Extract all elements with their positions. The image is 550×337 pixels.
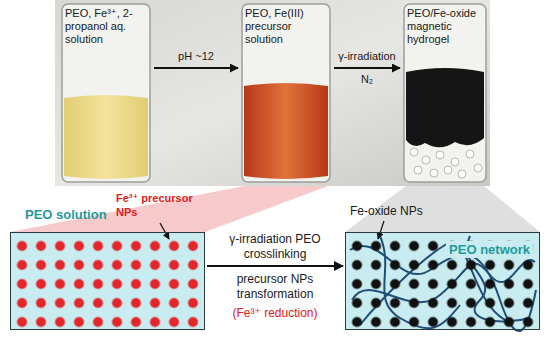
node-text: PEO/Fe-oxide magnetic hydrogel [402,3,488,51]
arrow-connector [334,67,400,69]
leader-line [160,223,169,239]
label-text: Fe³⁺ precursor NPs [116,192,208,220]
vial-panel: PEO/Fe-oxide magnetic hydrogel [402,3,488,185]
label-text: Fe-oxide NPs [350,204,440,219]
label-text: precursor NPs transformation [210,272,340,302]
node-text: PEO network [446,241,533,258]
zoom-wedge [10,186,328,232]
edge-label: γ-irradiation PEO crosslinking [210,232,340,262]
photo-ground [55,0,490,186]
solution-fill [10,232,205,330]
oxide-dots [345,232,540,330]
vial-panel: PEO, Fe(III) precursor solution [240,3,332,185]
node-text: PEO solution [25,207,107,222]
label-text: N₂ [352,73,382,87]
label-text: (Fe³⁺ reduction) [210,306,340,321]
schematic-box: PEO network [345,232,540,330]
beads [410,148,482,178]
edge-label: γ-irradiation [332,50,402,64]
network-fill [345,232,540,330]
edge-label: pH ~12 [156,50,236,64]
node-text: PEO, Fe(III) precursor solution [240,3,332,51]
precursor-dots [10,232,205,330]
leader-line [378,221,384,239]
red-solution [244,83,328,179]
vial-panel: PEO, Fe³⁺, 2-propanol aq. solution [60,3,152,185]
zoom-wedge [345,186,540,232]
arrow-connector [207,265,343,267]
black-hydrogel [406,68,484,147]
arrow-connector [154,67,238,69]
yellow-solution [64,95,148,179]
schematic-box: PEO solution [10,232,205,330]
node-text: PEO, Fe³⁺, 2-propanol aq. solution [60,3,152,51]
